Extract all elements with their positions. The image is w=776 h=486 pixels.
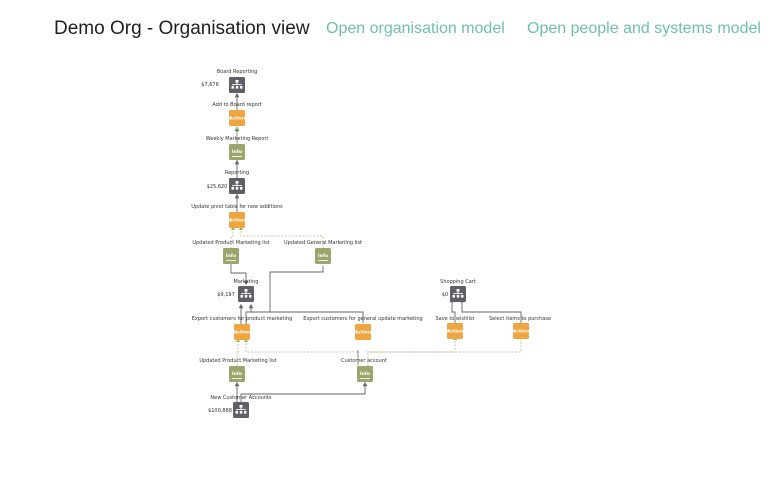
reporting-value: $25,620 (207, 184, 228, 190)
action-badge: Action (513, 329, 529, 335)
export-product-marketing-label: Export customers for product marketing (192, 316, 292, 322)
weekly-marketing-report-label: Weekly Marketing Report (206, 136, 269, 142)
org-chart-icon (231, 181, 243, 190)
marketing-label: Marketing (234, 279, 259, 285)
reporting-label: Reporting (225, 170, 249, 176)
new-customer-accounts-value: $100,888 (208, 408, 232, 414)
updated-general-marketing-list-label: Updated General Marketing list (284, 240, 362, 246)
new-customer-accounts-node[interactable]: New Customer Accounts $100,888 (208, 395, 272, 418)
org-chart-icon (240, 289, 252, 298)
action-badge: Action (229, 116, 245, 122)
customer-account-node[interactable]: Customer account Info (341, 358, 387, 382)
shopping-cart-value: $0 (442, 292, 448, 298)
marketing-value: $9,197 (217, 292, 235, 298)
add-to-board-report-node[interactable]: Add to Board report Action (212, 102, 262, 126)
customer-account-label: Customer account (341, 358, 387, 364)
save-to-wishlist-node[interactable]: Save to wishlist Action (435, 316, 475, 339)
action-badge: Action (355, 330, 371, 336)
action-badge: Action (447, 329, 463, 335)
reporting-node[interactable]: Reporting $25,620 (207, 170, 250, 194)
action-badge: Action (234, 330, 250, 336)
org-chart-icon (235, 405, 247, 414)
update-pivot-table-node[interactable]: Update pivot table for new additions Act… (191, 204, 283, 228)
marketing-node[interactable]: Marketing $9,197 (217, 279, 258, 302)
select-items-to-purchase-node[interactable]: Select items to purchase Action (489, 316, 551, 339)
org-chart-icon (231, 80, 243, 89)
info-badge: Info (232, 371, 242, 377)
updated-product-marketing-list-bottom-node[interactable]: Updated Product Marketing list Info (199, 358, 277, 382)
add-to-board-report-label: Add to Board report (212, 102, 261, 108)
updated-product-marketing-list-bottom-label: Updated Product Marketing list (199, 358, 276, 364)
export-general-marketing-label: Export customers for general update mark… (303, 316, 422, 322)
select-items-to-purchase-label: Select items to purchase (489, 316, 551, 322)
open-organisation-model-link[interactable]: Open organisation model (326, 20, 505, 37)
new-customer-accounts-label: New Customer Accounts (210, 395, 272, 401)
export-general-marketing-node[interactable]: Export customers for general update mark… (303, 316, 423, 340)
save-to-wishlist-label: Save to wishlist (435, 316, 474, 322)
org-chart-icon (452, 289, 464, 298)
shopping-cart-node[interactable]: Shopping Cart $0 (440, 279, 476, 302)
updated-product-marketing-list-top-label: Updated Product Marketing list (192, 240, 269, 246)
open-people-and-systems-model-link[interactable]: Open people and systems model (527, 20, 761, 37)
edges (230, 92, 522, 402)
weekly-marketing-report-node[interactable]: Weekly Marketing Report Info (206, 136, 269, 160)
board-reporting-value: $7,678 (201, 82, 219, 88)
updated-product-marketing-list-top-node[interactable]: Updated Product Marketing list Info (192, 240, 270, 264)
board-reporting-label: Board Reporting (217, 69, 258, 75)
updated-general-marketing-list-node[interactable]: Updated General Marketing list Info (284, 240, 362, 264)
shopping-cart-label: Shopping Cart (440, 279, 476, 285)
export-product-marketing-node[interactable]: Export customers for product marketing A… (192, 316, 292, 340)
action-badge: Action (229, 218, 245, 224)
info-badge: Info (232, 149, 242, 155)
page-header: Demo Org - Organisation view Open organi… (0, 0, 776, 60)
info-badge: Info (360, 371, 370, 377)
update-pivot-table-label: Update pivot table for new additions (191, 204, 283, 210)
board-reporting-node[interactable]: Board Reporting $7,678 (201, 69, 257, 93)
dashed-edges (230, 126, 522, 366)
info-badge: Info (226, 253, 236, 259)
page-title: Demo Org - Organisation view (54, 18, 310, 39)
info-badge: Info (318, 253, 328, 259)
